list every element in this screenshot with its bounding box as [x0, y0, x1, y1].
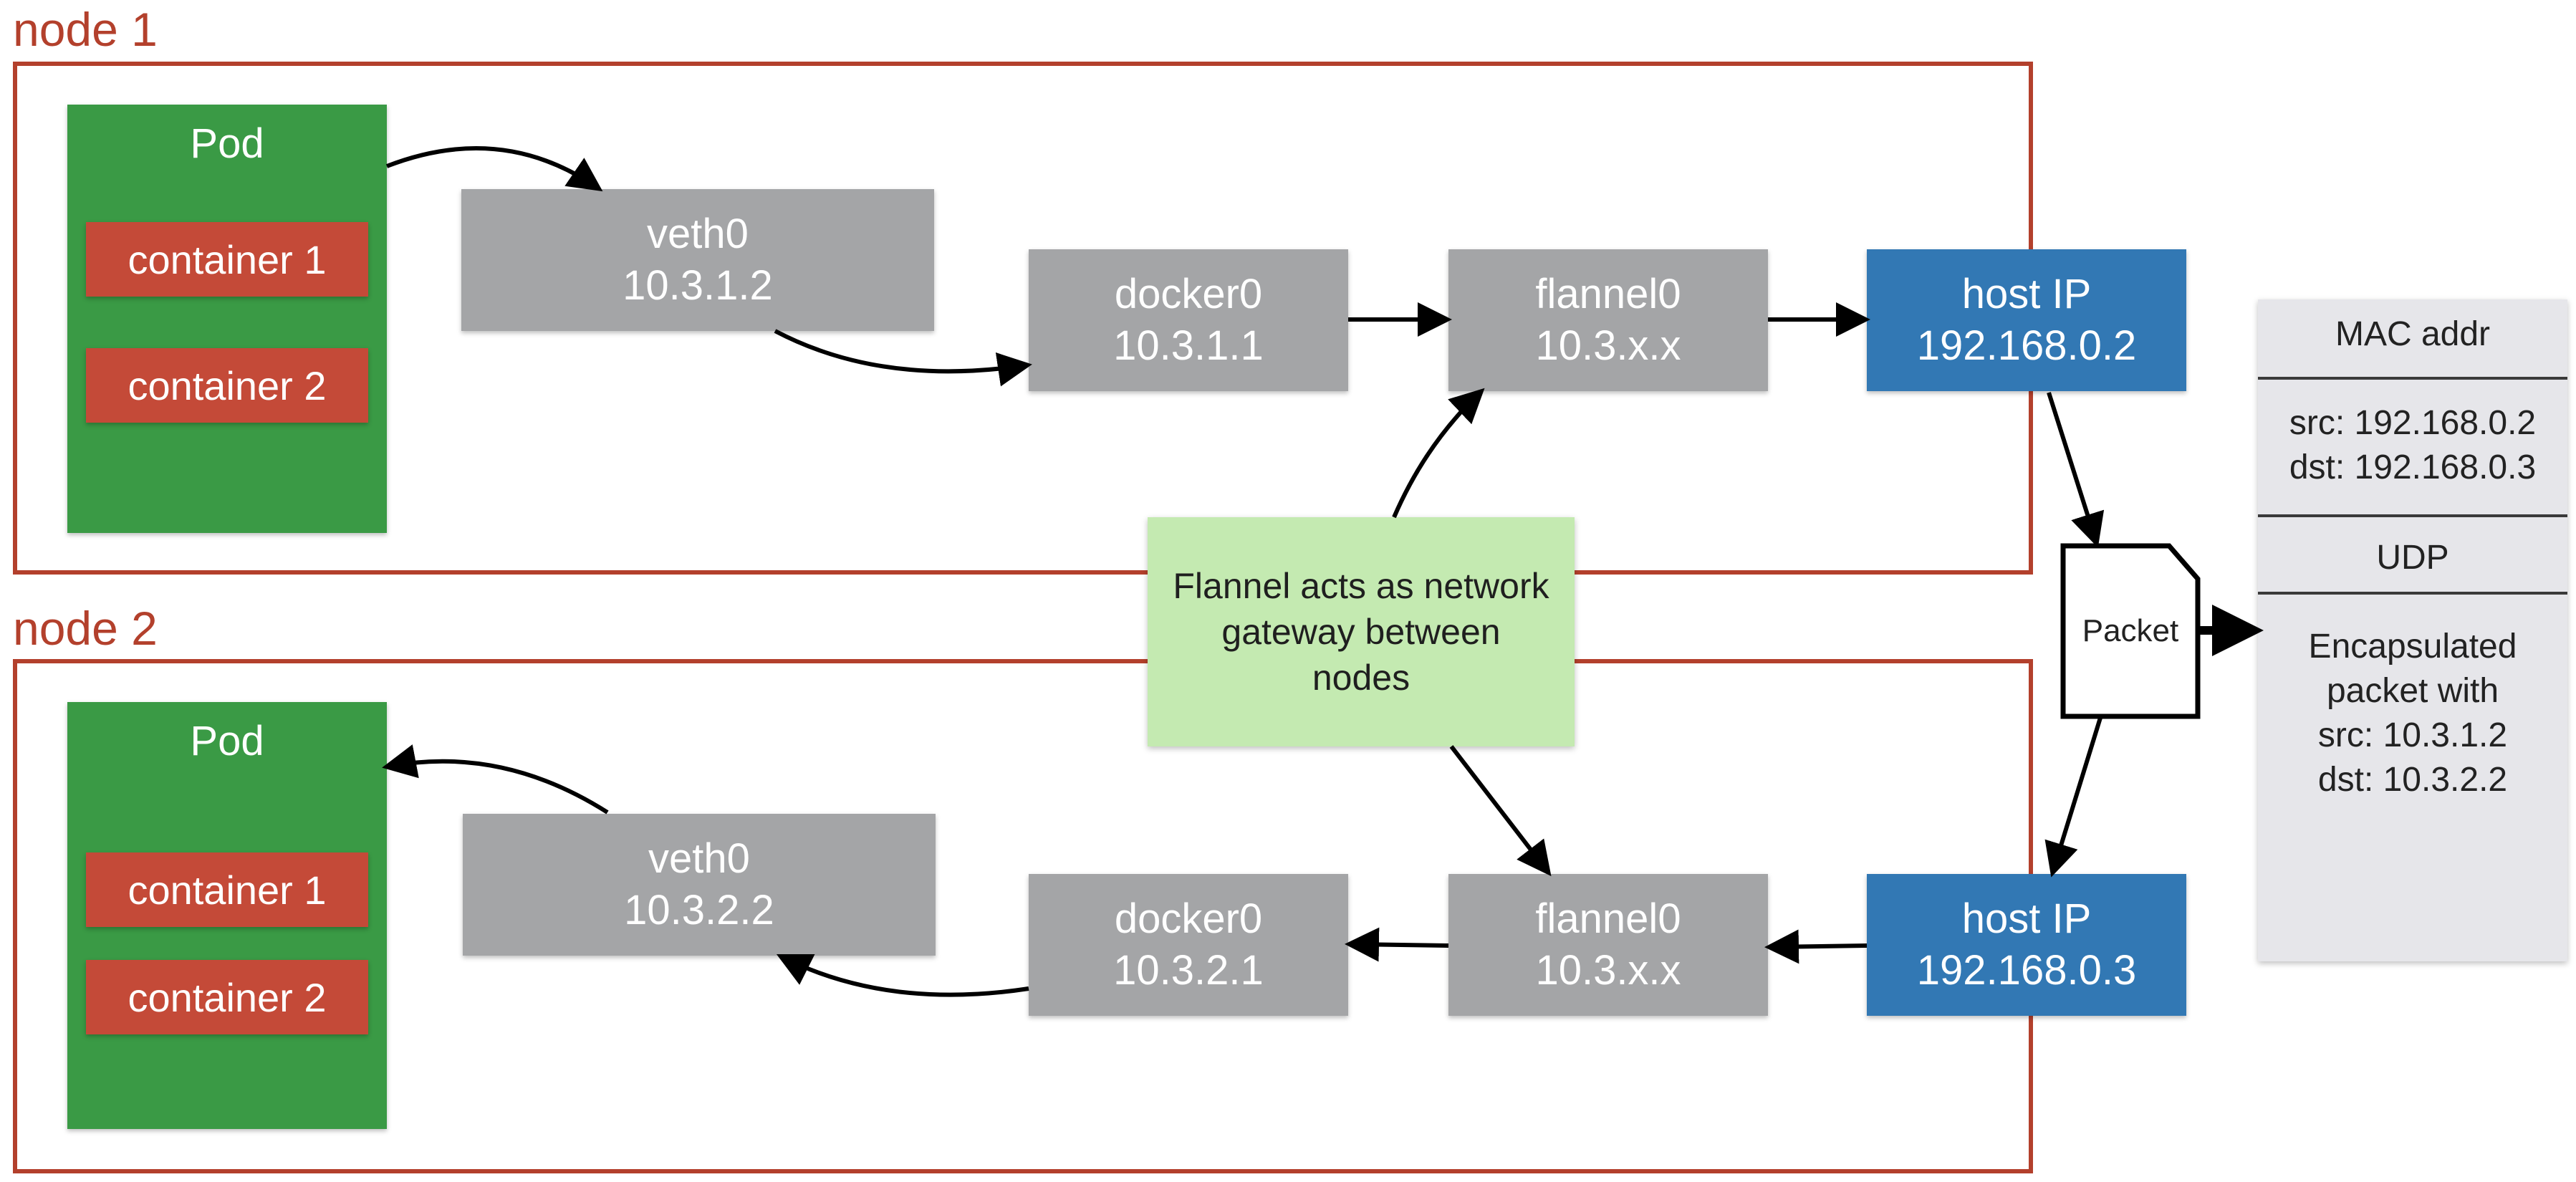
node-2-veth0: veth0 10.3.2.2	[463, 814, 936, 956]
node-1-container-2: container 2	[86, 348, 368, 423]
node-2-flannel0: flannel0 10.3.x.x	[1448, 874, 1768, 1016]
payload-line-4: dst: 10.3.2.2	[2317, 761, 2508, 799]
node-1-flannel0-name: flannel0	[1535, 270, 1681, 317]
node-2-container-2: container 2	[86, 960, 368, 1034]
node-1-label: node 1	[13, 3, 158, 56]
node-1-veth0-ip: 10.3.1.2	[623, 262, 773, 309]
node-1-host-ip-address: 192.168.0.2	[1916, 322, 2137, 369]
node-2-container-1: container 1	[86, 852, 368, 927]
node-1-docker0-ip: 10.3.1.1	[1113, 322, 1264, 369]
mac-dst: dst: 192.168.0.3	[2289, 448, 2537, 486]
node-1-pod: Pod container 1 container 2	[67, 105, 387, 533]
node-1-docker0: docker0 10.3.1.1	[1029, 249, 1348, 391]
note-line-2: gateway between	[1221, 612, 1501, 652]
node-2-pod-title: Pod	[190, 718, 264, 764]
node-2-label: node 2	[13, 602, 158, 655]
payload-line-1: Encapsulated	[2308, 628, 2517, 666]
node-1-docker0-name: docker0	[1114, 270, 1263, 317]
arrow-packet-to-host2	[2044, 717, 2102, 878]
node-2-pod: Pod container 1 container 2	[67, 702, 387, 1129]
node-1-pod-title: Pod	[190, 120, 264, 167]
node-2-flannel0-name: flannel0	[1535, 895, 1681, 942]
mac-src: src: 192.168.0.2	[2289, 404, 2537, 442]
node-1-veth0-name: veth0	[647, 210, 749, 257]
node-2-docker0: docker0 10.3.2.1	[1029, 874, 1348, 1016]
node-2-host-ip: host IP 192.168.0.3	[1867, 874, 2186, 1016]
node-2-docker0-name: docker0	[1114, 895, 1263, 942]
node-1-host-ip-name: host IP	[1961, 270, 2092, 317]
node-1-veth0: veth0 10.3.1.2	[461, 189, 934, 331]
node-2-host-ip-address: 192.168.0.3	[1916, 947, 2137, 994]
node-2-docker0-ip: 10.3.2.1	[1113, 947, 1264, 994]
panel-divider-2	[2258, 514, 2567, 517]
mac-addr-header: MAC addr	[2335, 315, 2491, 353]
flannel-gateway-note: Flannel acts as network gateway between …	[1148, 517, 1575, 746]
node-1-container-1: container 1	[86, 222, 368, 297]
node-1-flannel0: flannel0 10.3.x.x	[1448, 249, 1768, 391]
node-2-host-ip-name: host IP	[1961, 895, 2092, 942]
node-2-veth0-name: veth0	[648, 835, 750, 882]
udp-header: UDP	[2376, 539, 2449, 577]
node-1-flannel0-ip: 10.3.x.x	[1535, 322, 1681, 369]
note-line-3: nodes	[1312, 658, 1410, 698]
note-line-1: Flannel acts as network	[1173, 566, 1549, 606]
node-2-veth0-ip: 10.3.2.2	[624, 887, 774, 933]
payload-line-3: src: 10.3.1.2	[2317, 716, 2508, 754]
panel-divider-1	[2258, 377, 2567, 380]
arrow-host1-to-packet	[2047, 392, 2105, 548]
node-1-host-ip: host IP 192.168.0.2	[1867, 249, 2186, 391]
packet-label: Packet	[2082, 613, 2179, 648]
node-2-flannel0-ip: 10.3.x.x	[1535, 947, 1681, 994]
packet-structure-panel: MAC addr src: 192.168.0.2 dst: 192.168.0…	[2258, 299, 2567, 961]
payload-line-2: packet with	[2326, 672, 2499, 710]
panel-divider-3	[2258, 592, 2567, 595]
